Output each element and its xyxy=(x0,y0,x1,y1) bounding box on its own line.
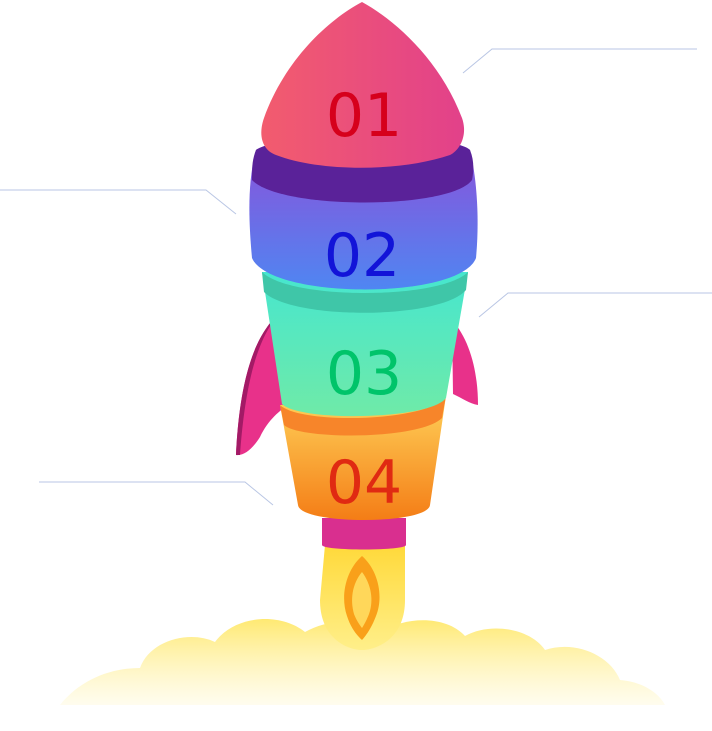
callout-line-4 xyxy=(39,481,274,506)
nose-cone xyxy=(261,2,465,168)
stage-label-02: 02 xyxy=(324,221,400,291)
stage-3-band xyxy=(262,272,468,313)
stage-4-band xyxy=(280,396,446,436)
callout-line-2 xyxy=(0,189,237,215)
nozzle xyxy=(322,518,406,550)
left-fin-shadow xyxy=(236,310,283,455)
right-fin xyxy=(452,320,478,405)
callout-line-1 xyxy=(462,48,697,74)
stage-label-01: 01 xyxy=(326,81,402,151)
exhaust-cloud xyxy=(60,619,665,705)
flame-core xyxy=(352,572,372,628)
stage-label-04: 04 xyxy=(326,448,402,518)
stage-label-03: 03 xyxy=(326,339,402,409)
callout-line-3 xyxy=(478,292,712,318)
